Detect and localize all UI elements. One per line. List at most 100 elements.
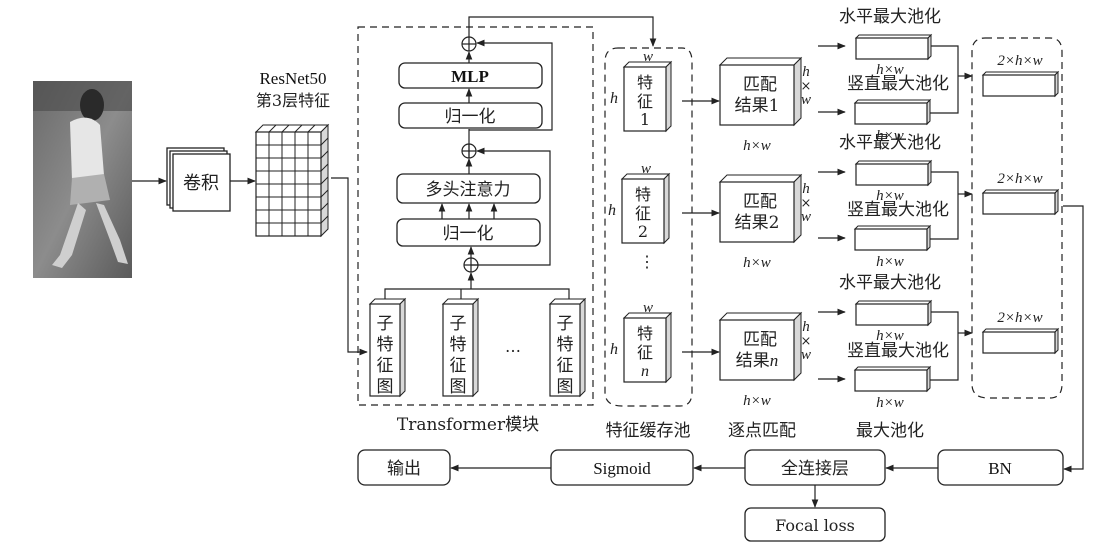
sub-feature-char: 图 — [377, 377, 394, 397]
svg-text:1: 1 — [640, 110, 650, 129]
match-dim: h×w — [743, 393, 771, 409]
svg-text:w: w — [801, 347, 811, 363]
svg-text:×: × — [801, 334, 812, 349]
sub-feature-char: 征 — [377, 356, 394, 376]
svg-text:结果2: 结果2 — [735, 213, 780, 233]
arrow-concat-to-bn — [1063, 205, 1084, 473]
transformer-caption: Transformer模块 — [397, 415, 539, 435]
svg-text:n: n — [641, 363, 649, 380]
vertical-pool-label: 竖直最大池化 — [847, 74, 949, 94]
svg-text:w: w — [801, 209, 811, 225]
sub-feature-char: 子 — [450, 314, 467, 334]
svg-text:h×w: h×w — [876, 62, 904, 78]
svg-text:结果1: 结果1 — [735, 96, 780, 116]
horizontal-pool-label: 水平最大池化 — [839, 7, 941, 27]
feature-pool-vdots: ⋮ — [639, 252, 655, 271]
sub-feature-char: 征 — [450, 356, 467, 376]
vertical-pool-label: 竖直最大池化 — [847, 341, 949, 361]
mlp-block — [398, 62, 543, 89]
concat-dim: 2×h×w — [997, 171, 1042, 187]
width-label: w — [641, 161, 651, 177]
mlp-label: MLP — [451, 67, 489, 86]
svg-text:w: w — [801, 92, 811, 108]
attention-label: 多头注意力 — [426, 180, 511, 200]
conv-label: 卷积 — [183, 173, 219, 194]
svg-text:h: h — [802, 64, 810, 80]
sub-feature-char: 特 — [377, 335, 394, 355]
resnet-title: ResNet50 — [259, 69, 326, 88]
match-caption: 逐点匹配 — [728, 421, 796, 441]
svg-text:h×w: h×w — [876, 254, 904, 270]
svg-text:h×w: h×w — [876, 128, 904, 144]
focal-loss-label: Focal loss — [775, 516, 855, 535]
svg-text:2: 2 — [638, 222, 648, 241]
svg-text:征: 征 — [635, 204, 651, 223]
resnet-subtitle: 第3层特征 — [256, 91, 330, 110]
focal-loss-block — [744, 507, 886, 542]
output-block — [357, 449, 451, 486]
transformer-module-frame — [357, 26, 594, 406]
norm-top-label: 归一化 — [445, 107, 496, 127]
sigmoid-label: Sigmoid — [593, 459, 651, 478]
subfeature-ellipsis: … — [505, 337, 521, 356]
max-pooling-branches: 水平最大池化h×w竖直最大池化h×w2×h×w水平最大池化h×w竖直最大池化h×… — [818, 7, 1060, 411]
svg-text:h×w: h×w — [876, 328, 904, 344]
arrow-resnet-to-transformer — [331, 177, 368, 356]
width-label: w — [643, 49, 653, 65]
sub-feature-char: 特 — [450, 335, 467, 355]
input-image — [33, 81, 132, 278]
norm-bottom-label: 归一化 — [443, 224, 494, 244]
concat-dim: 2×h×w — [997, 310, 1042, 326]
sub-feature-char: 子 — [377, 314, 394, 334]
svg-text:h×w: h×w — [876, 395, 904, 411]
svg-text:特: 特 — [635, 185, 651, 204]
svg-text:结果n: 结果n — [736, 351, 779, 371]
svg-text:征: 征 — [637, 343, 653, 362]
sub-feature-char: 子 — [557, 314, 574, 334]
concat-frame — [971, 37, 1063, 399]
svg-text:h: h — [802, 181, 810, 197]
svg-text:征: 征 — [637, 92, 653, 111]
svg-text:特: 特 — [637, 73, 653, 92]
sub-feature-char: 特 — [557, 335, 574, 355]
sub-feature-char: 图 — [557, 377, 574, 397]
svg-text:h: h — [802, 319, 810, 335]
svg-text:匹配: 匹配 — [743, 75, 777, 95]
fc-label: 全连接层 — [781, 459, 849, 479]
conv-block: 卷积 — [166, 147, 231, 212]
svg-text:×: × — [801, 196, 812, 211]
concat-dim: 2×h×w — [997, 53, 1042, 69]
maxpool-caption: 最大池化 — [856, 421, 924, 441]
match-dim: h×w — [743, 138, 771, 154]
resnet-feature-cube — [254, 123, 330, 238]
output-label: 输出 — [387, 459, 421, 479]
bn-label: BN — [988, 459, 1012, 478]
height-label: h — [608, 202, 616, 219]
svg-text:匹配: 匹配 — [743, 330, 777, 350]
match-dim: h×w — [743, 255, 771, 271]
vertical-pool-label: 竖直最大池化 — [847, 200, 949, 220]
norm-top-block — [398, 102, 543, 129]
sub-feature-char: 图 — [450, 377, 467, 397]
horizontal-pool-label: 水平最大池化 — [839, 133, 941, 153]
svg-text:特: 特 — [637, 324, 653, 343]
height-label: h — [610, 341, 618, 358]
feature-map-2: w h 特征2 — [608, 161, 720, 245]
feature-pool-caption: 特征缓存池 — [606, 421, 691, 441]
residual-add-top — [461, 36, 477, 52]
height-label: h — [610, 90, 618, 107]
